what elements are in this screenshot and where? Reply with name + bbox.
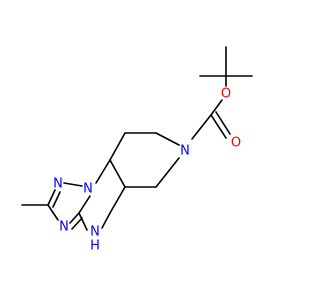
bond-c9a-c4a bbox=[109, 159, 126, 188]
atom-nh-hydrogen: H bbox=[90, 239, 100, 254]
bond-carbonyl-c-n bbox=[191, 114, 212, 140]
bond-c2-n3 bbox=[47, 204, 59, 221]
atom-n-triazole-3: N bbox=[59, 220, 69, 235]
bond-ch2-n bbox=[155, 157, 180, 188]
bond-n1-n2 bbox=[63, 182, 83, 187]
molecule-diagram: O O N N N N N H bbox=[21, 46, 253, 254]
bond-c9a-n1 bbox=[95, 159, 111, 184]
bond-co-double-b bbox=[215, 111, 231, 135]
bond-n2-c2-b bbox=[52, 191, 61, 208]
bond-n-ch2-top bbox=[155, 132, 180, 146]
bond-ch2-nh bbox=[101, 212, 111, 229]
atom-o-carbonyl: O bbox=[231, 136, 241, 151]
bond-ch2-c9a bbox=[109, 132, 126, 161]
atom-labels: O O N N N N N H bbox=[53, 87, 241, 254]
atom-n-triazole-2: N bbox=[53, 177, 63, 192]
bond-c4a-ch2-down bbox=[109, 186, 126, 214]
bond-co-double-a bbox=[210, 114, 227, 139]
bond-n1-c3a bbox=[78, 195, 91, 214]
bond-nh-c3a bbox=[78, 212, 88, 231]
atom-nh: N bbox=[90, 225, 100, 240]
bonds bbox=[21, 46, 253, 231]
bond-n2-c2-a bbox=[47, 189, 56, 206]
bond-o-carbonyl-c bbox=[210, 99, 223, 116]
atom-n-piperidine: N bbox=[180, 144, 190, 159]
atom-n-triazole-1: N bbox=[83, 182, 93, 197]
bond-n3-c3a-b bbox=[71, 217, 83, 230]
bond-n3-c3a-a bbox=[69, 212, 80, 224]
atom-o-ester: O bbox=[221, 87, 231, 102]
